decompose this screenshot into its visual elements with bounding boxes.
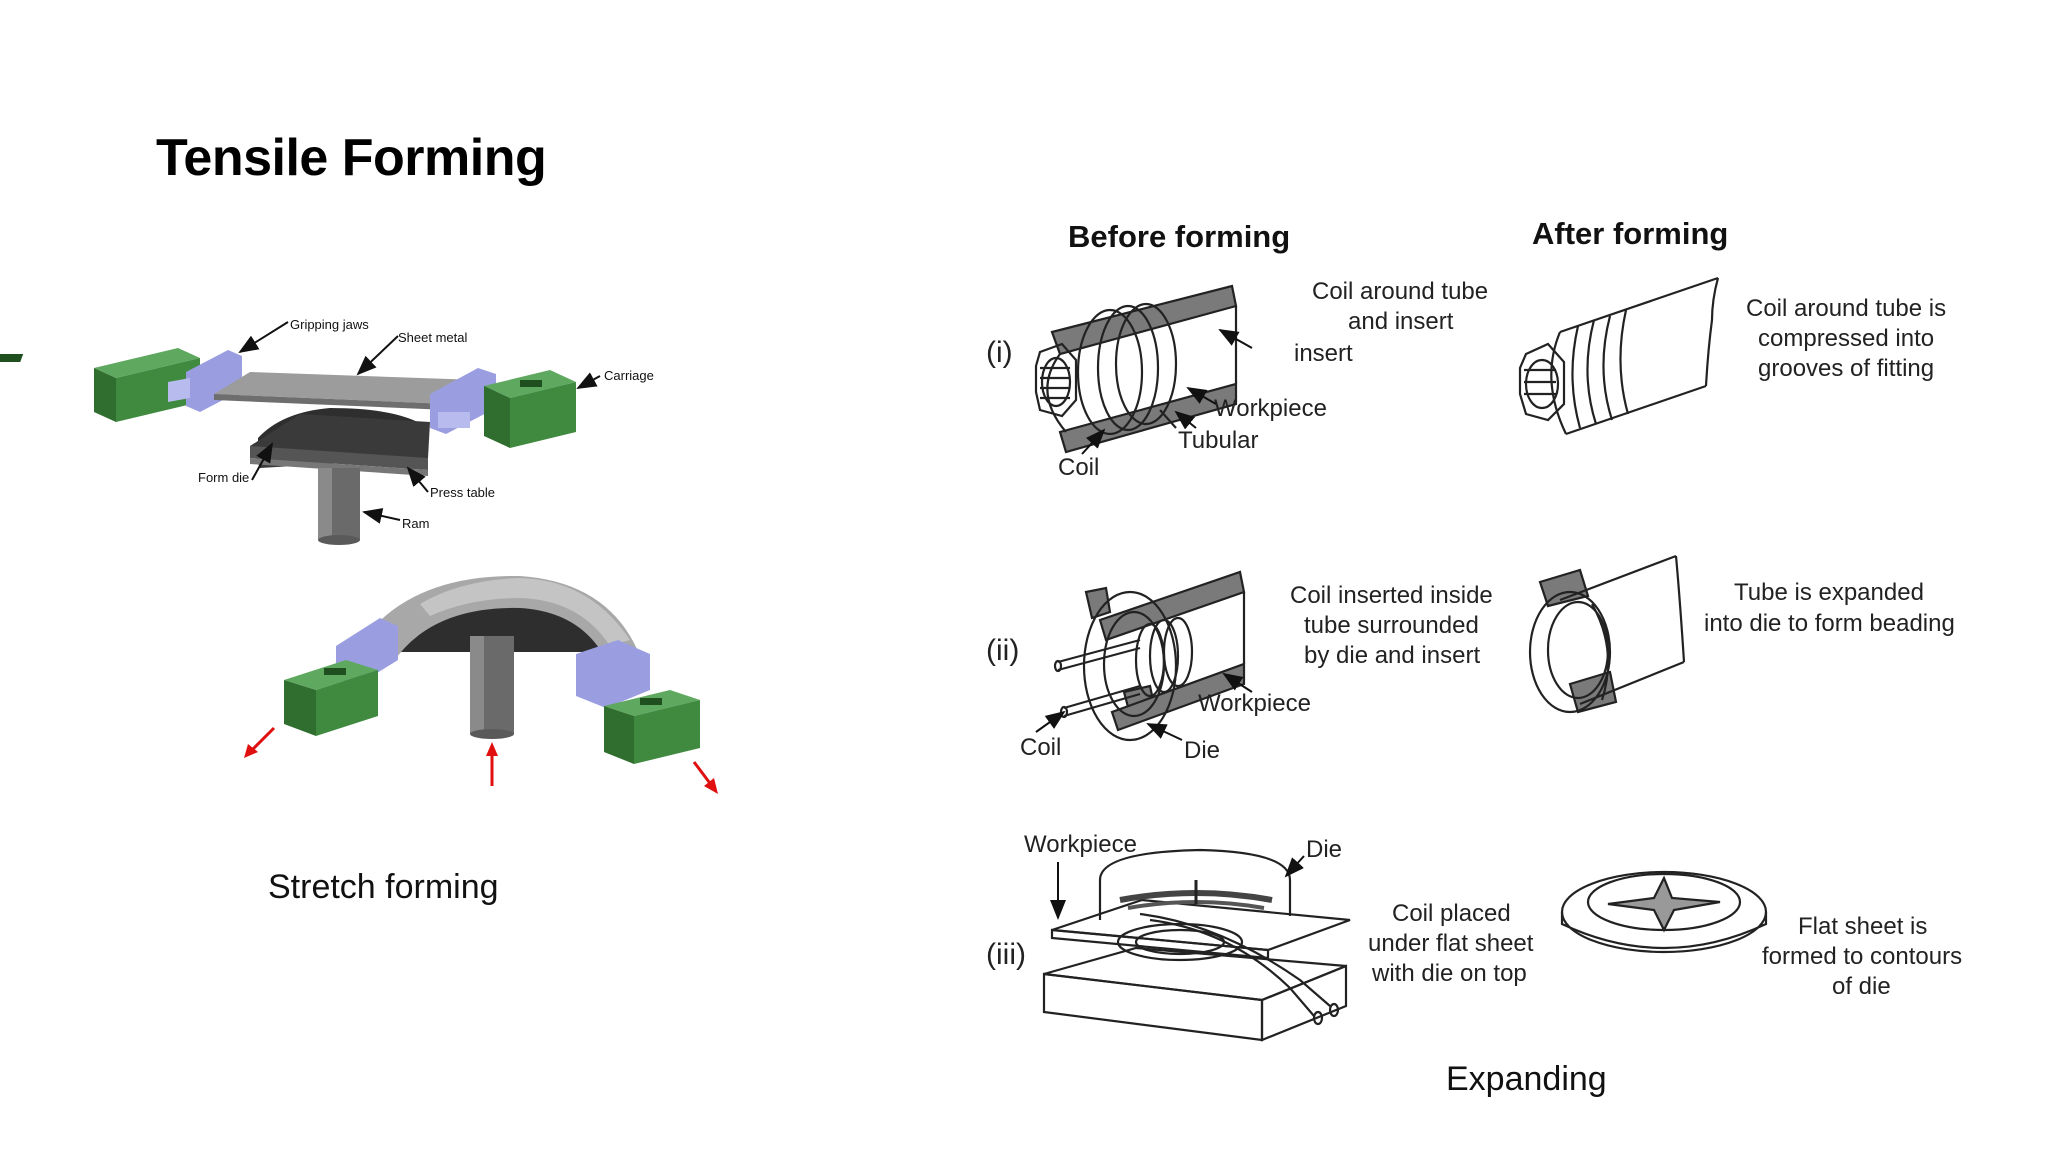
label-form-die: Form die xyxy=(198,470,249,485)
row-ii-label-workpiece: Workpiece xyxy=(1198,690,1311,717)
label-sheet-metal: Sheet metal xyxy=(398,330,467,345)
gripping-jaw-right xyxy=(430,368,496,434)
row-iii-after-drawing xyxy=(1560,870,1768,954)
row-i-label-coil: Coil xyxy=(1058,454,1099,481)
carriage-right-block xyxy=(484,370,576,448)
row-ii-before-line-3: by die and insert xyxy=(1304,642,1480,669)
row-iii-label-die: Die xyxy=(1306,836,1342,863)
row-iii-label-workpiece: Workpiece xyxy=(1024,831,1137,858)
row-i-label-workpiece: Workpiece xyxy=(1214,395,1327,422)
stretched-assembly xyxy=(284,575,700,764)
row-iii-after-line-2: formed to contours xyxy=(1762,943,1962,970)
row-i-after-line-3: grooves of fitting xyxy=(1758,355,1934,382)
row-iii-before-line-3: with die on top xyxy=(1371,960,1527,987)
row-ii-after-line-2: into die to form beading xyxy=(1704,610,1955,637)
header-after-forming: After forming xyxy=(1532,216,1728,251)
row-iii-numeral: (iii) xyxy=(986,938,1026,971)
sheet-metal-flat xyxy=(214,372,478,404)
slide-title: Tensile Forming xyxy=(156,129,547,187)
form-die xyxy=(250,408,430,476)
row-i-before-line-1: Coil around tube xyxy=(1312,278,1488,305)
row-iii-before-line-1: Coil placed xyxy=(1392,900,1511,927)
row-ii-label-coil: Coil xyxy=(1020,734,1061,761)
row-ii-after-drawing xyxy=(1528,554,1686,714)
label-ram: Ram xyxy=(402,516,429,531)
row-ii-after-line-1: Tube is expanded xyxy=(1734,579,1924,606)
row-i-numeral: (i) xyxy=(986,336,1013,369)
caption-stretch-forming: Stretch forming xyxy=(268,868,499,906)
row-i-after-line-2: compressed into xyxy=(1758,325,1934,352)
row-ii-before-line-1: Coil inserted inside xyxy=(1290,582,1493,609)
header-before-forming: Before forming xyxy=(1068,219,1290,254)
carriage-left-block xyxy=(0,348,200,422)
row-i-before-line-2: and insert xyxy=(1348,308,1454,335)
row-ii-before-drawing xyxy=(1053,570,1246,742)
row-iii-after-line-1: Flat sheet is xyxy=(1798,913,1927,940)
caption-expanding: Expanding xyxy=(1446,1060,1607,1098)
row-iii-after-line-3: of die xyxy=(1832,973,1891,1000)
row-iii-before-line-2: under flat sheet xyxy=(1368,930,1534,957)
row-ii-before-line-2: tube surrounded xyxy=(1304,612,1479,639)
force-arrows xyxy=(244,726,718,794)
label-gripping-jaws: Gripping jaws xyxy=(290,317,369,332)
row-i-after-line-1: Coil around tube is xyxy=(1746,295,1946,322)
row-i-label-tubular: Tubular xyxy=(1178,427,1258,454)
row-iii-before-drawing xyxy=(1042,848,1351,1042)
label-press-table: Press table xyxy=(430,485,495,500)
ram xyxy=(318,468,360,545)
row-ii-label-die: Die xyxy=(1184,737,1220,764)
label-carriage: Carriage xyxy=(604,368,654,383)
row-i-label-insert: insert xyxy=(1294,340,1353,367)
row-i-after-drawing xyxy=(1518,276,1720,436)
row-ii-numeral: (ii) xyxy=(986,634,1019,667)
